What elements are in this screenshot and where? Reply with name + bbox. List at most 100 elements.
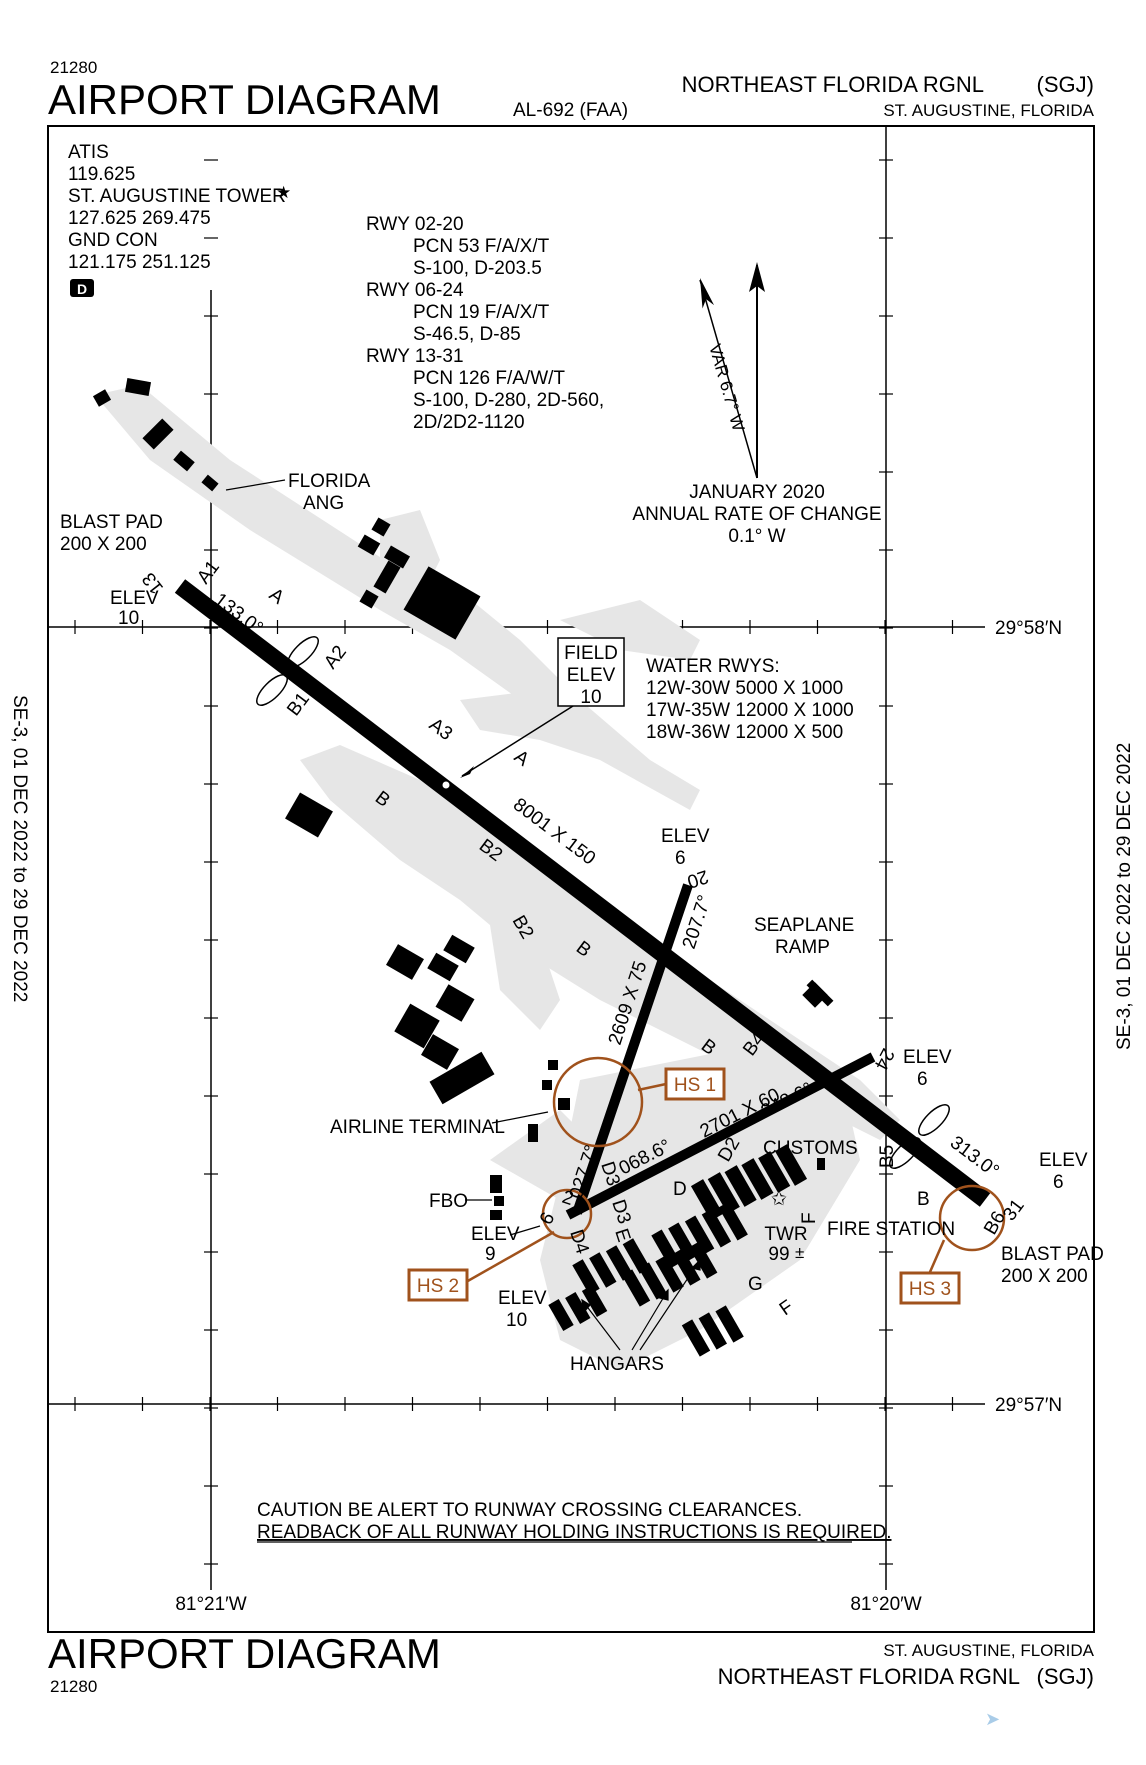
label-florida-ang: ANG: [303, 493, 344, 514]
pcn-rwy-13-31: RWY 13-31: [366, 346, 464, 367]
d-badge-box: [70, 279, 94, 297]
hot-spot-2-label: HS 2: [417, 1276, 459, 1297]
label-elev-02: ELEV: [471, 1224, 520, 1245]
hangar-building: [689, 1241, 718, 1279]
al-number: AL-692 (FAA): [513, 100, 628, 121]
lon-right: 81°20′W: [850, 1594, 921, 1615]
hangar-building: [684, 1215, 715, 1255]
water-rwy-row: 18W-36W 12000 X 500: [646, 722, 843, 743]
hangar-building: [715, 1305, 744, 1343]
hangar-building: [655, 1255, 684, 1293]
label-seaplane-ramp: RAMP: [775, 937, 830, 958]
label-elev-13: ELEV: [110, 588, 159, 609]
label-twy-e: E: [610, 1226, 634, 1245]
footer-chart-number: 21280: [50, 1677, 97, 1696]
hangar-building: [565, 1292, 591, 1324]
atis-label: ATIS: [68, 142, 109, 163]
label-hangars: HANGARS: [570, 1354, 664, 1375]
hangar-building: [605, 1245, 634, 1281]
field-elev-text: ELEV: [567, 665, 616, 686]
label-twy-a3: A3: [425, 714, 456, 745]
label-elev-20: ELEV: [661, 826, 710, 847]
true-north-arrow-icon: [749, 262, 765, 292]
lon-left: 81°21′W: [175, 1594, 246, 1615]
label-seaplane-ramp: SEAPLANE: [754, 915, 854, 936]
hangar-rows: [548, 1144, 808, 1357]
hangar-building: [774, 1144, 808, 1186]
ground-frequency: 121.175 251.125: [68, 252, 211, 273]
chart-number: 21280: [50, 58, 97, 77]
label-blast-pad-se: 200 X 200: [1001, 1266, 1088, 1287]
taxiways: [95, 385, 900, 1370]
field-elev-point: [442, 781, 450, 789]
hangar-building: [672, 1248, 701, 1286]
plus-minus-icon: ±: [795, 1243, 804, 1262]
hangar-building: [701, 1208, 732, 1248]
water-rwy-row: 12W-30W 5000 X 1000: [646, 678, 843, 699]
hot-spot-3-label-box: [899, 1271, 961, 1305]
atis-frequency: 119.625: [68, 164, 135, 185]
label-elev-02: 9: [485, 1244, 496, 1265]
runways: [174, 579, 991, 1220]
airport-name: NORTHEAST FLORIDA RGNL: [682, 72, 984, 97]
footer-city: ST. AUGUSTINE, FLORIDA: [883, 1641, 1094, 1660]
comms-block: ATIS 119.625 ST. AUGUSTINE TOWER ★ 127.6…: [68, 142, 291, 297]
label-twy-a: A: [510, 746, 533, 771]
var-line: JANUARY 2020: [689, 482, 825, 503]
label-twy-f: F: [799, 1212, 820, 1224]
tower-label: ST. AUGUSTINE TOWER: [68, 186, 286, 207]
label-twy-f: F: [776, 1296, 798, 1320]
var-line: ANNUAL RATE OF CHANGE: [632, 504, 881, 525]
hangar-building: [548, 1299, 574, 1331]
pcn-rwy-06-24-line: PCN 19 F/A/X/T: [413, 302, 550, 323]
hangar-building: [621, 1269, 651, 1307]
pcn-rwy-06-24: RWY 06-24: [366, 280, 464, 301]
water-rwys-title: WATER RWYS:: [646, 656, 780, 677]
buildings: [92, 378, 834, 1220]
footer-title: AIRPORT DIAGRAM: [48, 1630, 441, 1677]
var-line: 0.1° W: [728, 526, 785, 547]
runway-02-20: [572, 883, 693, 1215]
water-runways: WATER RWYS: 12W-30W 5000 X 1000 17W-35W …: [646, 656, 854, 743]
hot-spot-1-label-box: [664, 1067, 726, 1101]
hangar-building: [581, 1285, 608, 1317]
pcn-rwy-02-20-line: S-100, D-203.5: [413, 258, 542, 279]
hot-spot-3-circle: [938, 1184, 1006, 1252]
label-twy-d: D: [673, 1179, 687, 1200]
label-elev-24: ELEV: [903, 1047, 952, 1068]
runway-06-24: [565, 1052, 876, 1220]
label-twy-a2: A2: [320, 642, 351, 673]
label-fbo: FBO: [429, 1191, 468, 1212]
caution-line-1: CAUTION BE ALERT TO RUNWAY CROSSING CLEA…: [257, 1500, 802, 1521]
hangar-building: [698, 1312, 727, 1350]
label-rwy-24: 24: [869, 1045, 898, 1074]
label-blast-pad-nw: 200 X 200: [60, 534, 147, 555]
magnetic-north-arrow-icon: [700, 278, 715, 309]
label-blast-pad-nw: BLAST PAD: [60, 512, 163, 533]
footer-airport-id: (SGJ): [1037, 1664, 1094, 1689]
hangar-building: [589, 1252, 617, 1288]
pcn-rwy-13-31-line: 2D/2D2-1120: [413, 412, 525, 433]
label-blast-pad-se: BLAST PAD: [1001, 1244, 1104, 1265]
grid-ticks: [74, 159, 954, 1565]
field-elev-text: 10: [580, 687, 601, 708]
hangar-building: [622, 1238, 651, 1274]
chart-frame: [47, 125, 1095, 1633]
label-tower-elev: 99: [768, 1244, 789, 1265]
airport-city: ST. AUGUSTINE, FLORIDA: [883, 101, 1094, 120]
hangar-building: [638, 1262, 667, 1300]
hangar-building: [651, 1229, 681, 1269]
hangar-building: [718, 1201, 748, 1241]
label-airline-terminal: AIRLINE TERMINAL: [330, 1117, 505, 1138]
hangar-building: [707, 1172, 740, 1214]
field-elev-text: FIELD: [564, 643, 618, 664]
field-elevation: FIELD ELEV 10: [460, 637, 625, 778]
label-tower: TWR: [764, 1224, 807, 1245]
runway-pcn-block: RWY 02-20 PCN 53 F/A/X/T S-100, D-203.5 …: [366, 214, 604, 433]
runway-13-31: [174, 579, 991, 1207]
lat-top: 29°58′N: [995, 618, 1062, 639]
hot-spot-2-circle: [541, 1188, 593, 1240]
ground-label: GND CON: [68, 230, 158, 251]
d-badge: D: [77, 281, 87, 297]
pcn-rwy-02-20: RWY 02-20: [366, 214, 464, 235]
